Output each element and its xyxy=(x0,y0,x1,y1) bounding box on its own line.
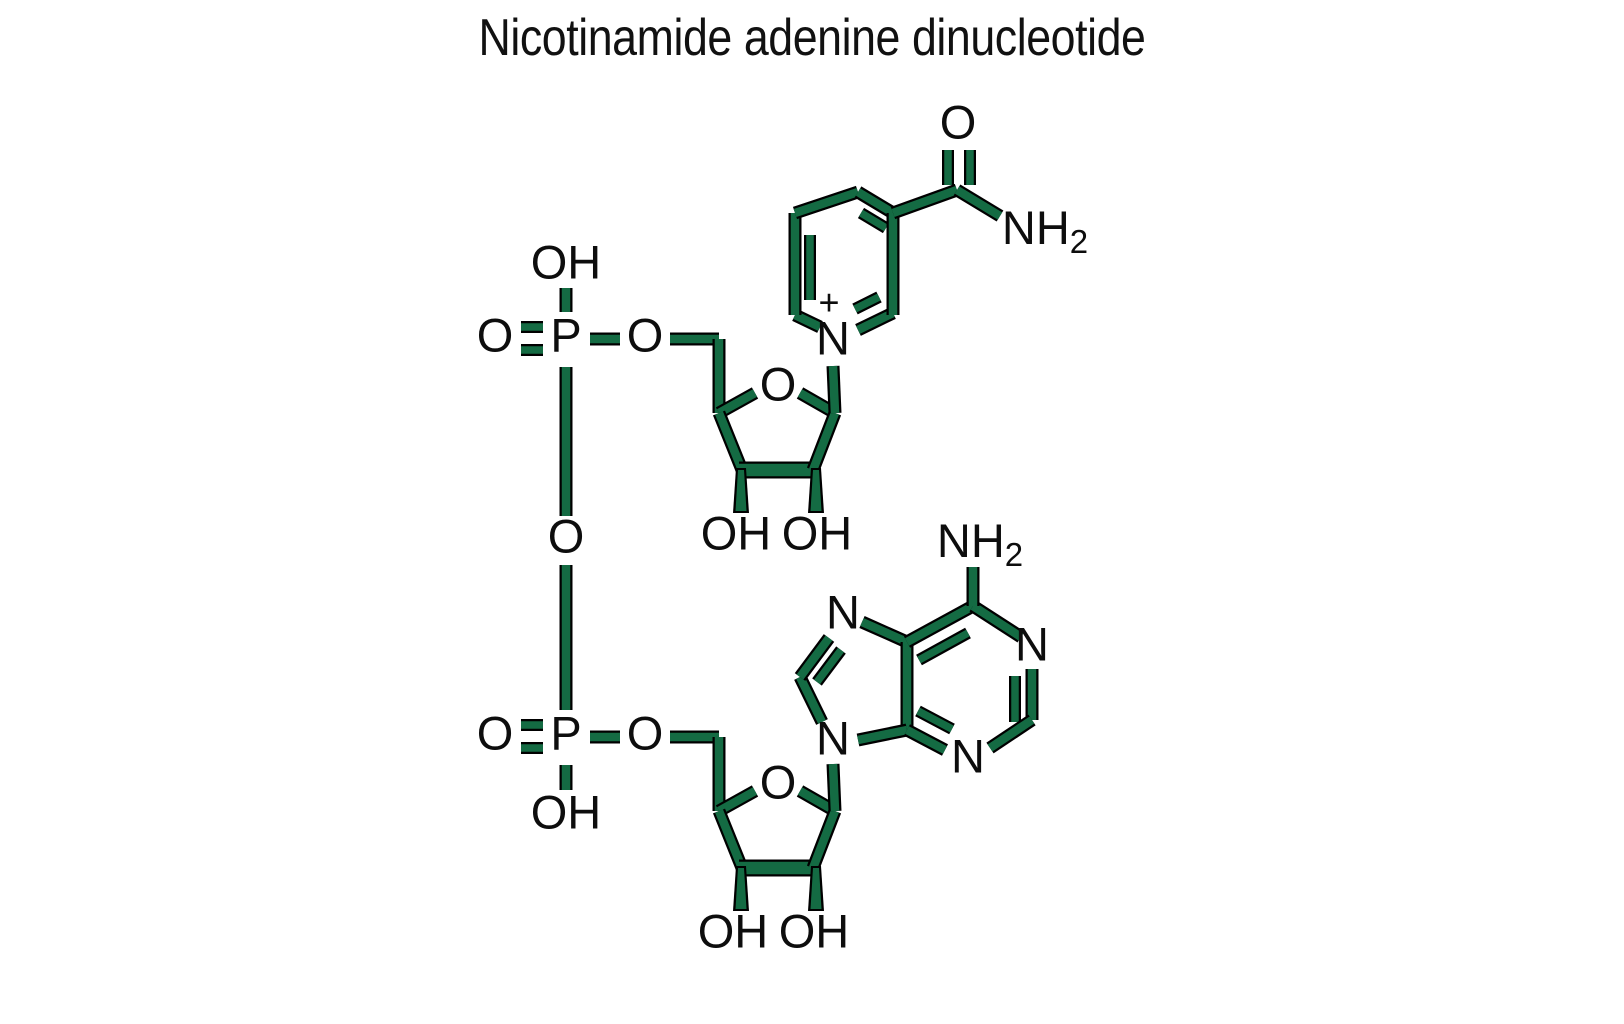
bond-c2-c1-top xyxy=(806,410,842,473)
bond-c4-c3 xyxy=(854,186,897,219)
label-ribose-top-oh-right: OH xyxy=(782,506,853,559)
bond-n3-c4 xyxy=(903,724,949,756)
bond-c5-c6-double xyxy=(916,627,971,666)
bond-c1-n9 xyxy=(826,763,842,812)
bond-c2-n3 xyxy=(986,714,1036,754)
bond-c8-n7-double xyxy=(812,646,846,686)
label-ribose-top-ring-o: O xyxy=(760,357,797,410)
bond-carbonyl-nh2 xyxy=(953,184,1004,222)
bond-c4-n9 xyxy=(856,723,909,747)
wedge-c3-oh-top xyxy=(733,468,749,513)
page-title: Nicotinamide adenine dinucleotide xyxy=(478,9,1146,67)
label-adenine-n1: N xyxy=(1015,617,1049,670)
wedge-c3-oh-bottom xyxy=(733,866,749,911)
bond-c6-n1 xyxy=(969,600,1025,643)
bond-n-c6 xyxy=(792,309,823,333)
label-phosphate-top-p: P xyxy=(550,308,581,361)
label-ribose-bottom-ring-o: O xyxy=(760,755,797,808)
bond-c5-ringo-top xyxy=(715,387,759,419)
bond-p1-o-double xyxy=(521,321,543,356)
label-phosphate-bottom-o-ester: O xyxy=(627,706,664,759)
bond-n7-c5 xyxy=(859,616,910,648)
wedge-c2-oh-top xyxy=(808,468,824,513)
bond-c5-c4 xyxy=(792,185,861,220)
label-phosphate-bottom-o-double: O xyxy=(477,706,514,759)
bond-c8-n7 xyxy=(794,634,835,681)
carboxamide-group: O NH2 xyxy=(890,95,1088,260)
bond-p2-o-double xyxy=(521,719,543,754)
bond-c4-c3-double xyxy=(857,207,890,234)
label-ribose-bottom-oh-right: OH xyxy=(779,904,850,957)
bond-n-c2 xyxy=(855,307,896,336)
bond-c1-npyridinium xyxy=(826,365,842,414)
label-phosphate-bottom-oh: OH xyxy=(531,785,602,838)
bond-c2-c1-bottom xyxy=(806,808,842,871)
label-adenine-nh2: NH2 xyxy=(937,514,1023,572)
label-adenine-n7: N xyxy=(826,585,860,638)
nicotinamide-ring: N + xyxy=(788,185,900,364)
label-amide-carbonyl-o: O xyxy=(940,95,977,148)
bond-c5-ringo-bottom xyxy=(715,785,759,817)
label-ribose-top-oh-left: OH xyxy=(701,506,772,559)
bond-c4-c3-bottom xyxy=(712,808,749,871)
ribose-top: O OH OH xyxy=(670,332,853,559)
top-phosphate-group: OH O P O xyxy=(477,235,664,516)
label-ribose-bottom-oh-left: OH xyxy=(698,904,769,957)
label-bridge-o: O xyxy=(548,509,585,562)
bond-c4-n3-double xyxy=(915,705,955,735)
label-phosphate-top-oh: OH xyxy=(531,235,602,288)
bond-carbonyl-o-double xyxy=(942,150,976,185)
bond-c4-c3-top xyxy=(712,410,749,473)
adenine-ring-system: N N N N NH2 xyxy=(794,514,1049,782)
wedge-c2-oh-bottom xyxy=(808,866,824,911)
label-amide-nh2: NH2 xyxy=(1002,201,1088,259)
label-adenine-n3: N xyxy=(951,729,985,782)
bond-c3-carbonyl xyxy=(890,183,960,220)
bond-n9-c8 xyxy=(794,674,828,725)
label-phosphate-top-o-ester: O xyxy=(627,308,664,361)
label-phosphate-top-o-double: O xyxy=(477,308,514,361)
label-pyridinium-n: N xyxy=(816,311,850,364)
bond-c5-c6-purine xyxy=(903,600,977,648)
bond-c2-n-double xyxy=(852,291,882,315)
label-pyridinium-charge: + xyxy=(818,282,839,323)
label-phosphate-bottom-p: P xyxy=(550,706,581,759)
pyrophosphate-bridge: O xyxy=(548,509,585,710)
bottom-phosphate-group: O P OH O xyxy=(477,706,664,838)
label-adenine-n9: N xyxy=(816,711,850,764)
ribose-bottom: O OH OH xyxy=(670,730,850,957)
